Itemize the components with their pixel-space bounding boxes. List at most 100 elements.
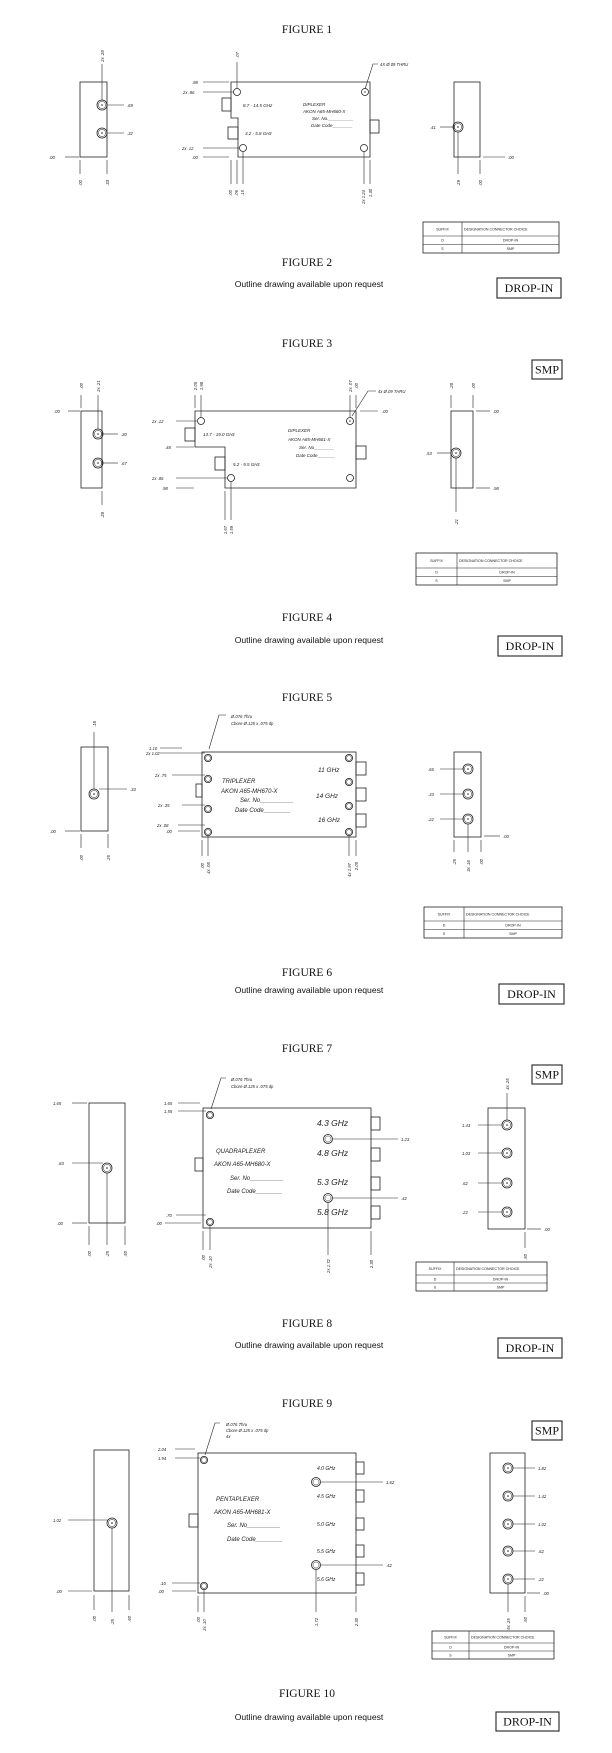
table-cell-connector: DROP-IN <box>493 1277 509 1281</box>
connector-port <box>184 427 196 442</box>
dimension-label: 2x .12 <box>151 419 164 424</box>
dimension-label: .00 <box>50 829 56 834</box>
connector-icon <box>452 449 460 457</box>
dimension-label: .83 <box>58 1161 64 1166</box>
dimension-label: .70 <box>166 1213 172 1218</box>
connector-table <box>415 1261 548 1292</box>
connector-icon <box>464 815 472 823</box>
connector-port <box>355 445 367 460</box>
figure-title: FIGURE 1 <box>282 24 332 36</box>
connector-port <box>370 1205 381 1220</box>
dimension-label: 2x .28 <box>100 50 105 63</box>
counterbore-hole-icon <box>201 1583 207 1589</box>
counterbore-hole-icon <box>312 1561 320 1569</box>
right-view <box>453 81 481 158</box>
band-label: 5.3 GHz <box>317 1177 349 1187</box>
table-header-suffix: SUFFIX <box>436 227 449 231</box>
connector-pin-icon <box>467 793 469 795</box>
dimension-label: .00 <box>228 189 233 195</box>
dimension-label: 2x 1.24 <box>361 189 366 204</box>
hole-note: Ø.076 Thru <box>230 714 253 719</box>
figure-title: FIGURE 8 <box>282 1318 332 1330</box>
dimension-label: .53 <box>426 451 432 456</box>
main-view <box>194 410 357 489</box>
dimension-label: .50 <box>523 1616 528 1622</box>
counterbore-hole-icon <box>346 829 352 835</box>
connector-icon <box>464 790 472 798</box>
dimension-label: .00 <box>158 1589 164 1594</box>
mounting-hole-icon <box>239 144 247 152</box>
dimension-label: .00 <box>196 1616 201 1622</box>
dimension-label: .28 <box>449 382 454 388</box>
band-label: 4.8 GHz <box>317 1148 349 1158</box>
connector-table <box>415 552 558 586</box>
counterbore-hole-icon <box>346 755 352 761</box>
dimension-label: 1.65 <box>53 1101 62 1106</box>
dimension-label: .50 <box>127 1615 132 1621</box>
dimension-label: .21 <box>454 519 459 525</box>
band-label: 4.5 GHz <box>317 1494 336 1500</box>
dimension-label: .07 <box>235 51 240 57</box>
dimension-label: .41 <box>430 125 436 130</box>
dimension-label: .30 <box>121 432 127 437</box>
dimension-label: 1.98 <box>199 381 204 390</box>
label-type: DIPLEXER <box>288 428 311 433</box>
dimension-label: .62 <box>462 1181 468 1186</box>
band-label: 11 GHz <box>318 767 340 774</box>
connector-pin-icon <box>101 104 103 106</box>
label-date-code: Date Code________ <box>227 1189 282 1195</box>
left-view <box>80 410 103 489</box>
connector-port <box>355 787 367 802</box>
counterbore-hole-icon <box>344 778 353 787</box>
dimension-label: 1.59 <box>229 525 234 534</box>
connector-port <box>355 1572 365 1586</box>
mounting-hole-icon <box>346 474 354 482</box>
counterbore-hole-icon <box>205 806 211 812</box>
table-header-designation: DESIGNATION CONNECTOR CHOICE <box>466 912 530 916</box>
connector-port <box>369 119 380 134</box>
table-cell-connector: SMP <box>508 1653 516 1657</box>
connector-icon <box>90 790 98 798</box>
table-cell-connector: SMP <box>497 1285 505 1289</box>
leader-line <box>208 714 226 750</box>
dimension-label: .29 <box>456 179 461 185</box>
drop-in-badge-label: DROP-IN <box>503 1715 552 1729</box>
dimension-label: 4x .08 <box>206 862 211 874</box>
connector-pin-icon <box>506 1152 508 1154</box>
dimension-label: .66 <box>428 767 434 772</box>
counterbore-hole-icon <box>199 1582 208 1591</box>
dimension-label: .48 <box>165 445 171 450</box>
dimension-label: .25 <box>105 1250 110 1256</box>
leader-line <box>364 63 378 90</box>
smp-badge <box>531 1064 563 1085</box>
table-cell-connector: DROP-IN <box>503 239 519 243</box>
connector-port <box>370 1116 381 1131</box>
connector-port <box>227 126 239 140</box>
hole-note: 4x <box>226 1434 231 1439</box>
table-header-designation: DESIGNATION CONNECTOR CHOICE <box>456 1267 520 1271</box>
dimension-label: .00 <box>49 155 55 160</box>
label-model: AKON A65-MH670-X <box>220 789 278 795</box>
outline-note: Outline drawing available upon request <box>235 279 384 289</box>
table-cell-suffix: S <box>435 579 438 583</box>
table-cell-suffix: D <box>443 924 446 928</box>
dimension-label: .18 <box>92 720 97 726</box>
connector-icon <box>504 1492 512 1500</box>
table-cell-connector: DROP-IN <box>505 924 521 928</box>
connector-pin-icon <box>506 1211 508 1213</box>
dimension-label: 2x .07 <box>348 380 353 393</box>
mounting-hole-icon <box>197 417 205 425</box>
dimension-label: .00 <box>478 179 483 185</box>
dimension-label: .00 <box>544 1227 550 1232</box>
dimension-label: .10 <box>160 1581 166 1586</box>
band-label: 3.2 - 5.8 GHz <box>245 131 273 136</box>
dimension-label: .25 <box>110 1618 115 1624</box>
smp-badge-label: SMP <box>535 1424 559 1438</box>
table-cell-suffix: D <box>435 571 438 575</box>
connector-icon <box>504 1520 512 1528</box>
outline-note: Outline drawing available upon request <box>235 1712 384 1722</box>
dimension-label: 1.23 <box>401 1137 410 1142</box>
dimension-label: .00 <box>200 862 205 868</box>
table-cell-suffix: D <box>441 239 444 243</box>
